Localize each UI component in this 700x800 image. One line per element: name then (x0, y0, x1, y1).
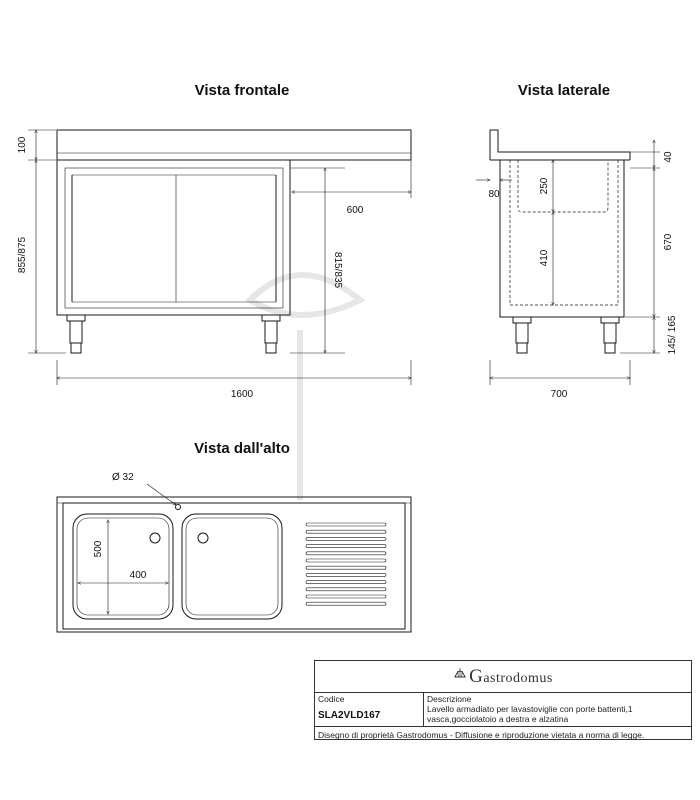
shell-logo-icon (454, 667, 466, 677)
code-cell: Codice SLA2VLD167 (315, 693, 424, 726)
side-view (489, 129, 631, 354)
drain-slot (305, 601, 387, 606)
drain-slot (305, 529, 387, 534)
drain-slot (305, 537, 387, 541)
dim-front-width: 1600 (231, 389, 254, 400)
ownership-notice: Disegno di proprietà Gastrodomus - Diffu… (318, 730, 645, 740)
code-label: Codice (318, 694, 345, 704)
dim-side-back: 80 (488, 189, 500, 200)
dim-side-depth: 700 (551, 389, 568, 400)
drain-slot (305, 551, 387, 556)
drain-slot (305, 544, 387, 548)
drain-slot (305, 565, 387, 570)
dim-top-bowl-width: 400 (130, 570, 147, 581)
dim-side-top: 40 (663, 151, 674, 163)
dim-top-bowl-depth: 500 (93, 540, 104, 557)
dim-top-hole: Ø 32 (112, 472, 134, 483)
description-label: Descrizione (427, 694, 472, 704)
front-view (56, 129, 412, 354)
drain-slot (305, 522, 387, 527)
dim-side-bowl-depth: 250 (539, 177, 550, 194)
dim-front-drawer-width: 600 (347, 205, 364, 216)
top-dimensions: Ø 32 500 400 (78, 472, 176, 614)
dim-front-height: 855/875 (17, 236, 28, 273)
top-view-title: Vista dall'alto (194, 440, 290, 457)
drain-slot (305, 594, 387, 599)
drain-slot (305, 580, 387, 584)
dim-front-top: 100 (17, 136, 28, 153)
title-block: Gastrodomus Codice SLA2VLD167 Descrizion… (314, 660, 692, 740)
drain-slot (305, 558, 387, 563)
brand-name: Gastrodomus (469, 665, 553, 687)
code-value: SLA2VLD167 (318, 710, 381, 721)
dim-front-opening: 815/835 (332, 252, 343, 289)
front-dimensions: 100 855/875 815/835 600 1600 (17, 130, 411, 400)
dim-side-feet: 145/ 165 (667, 315, 678, 354)
dim-side-body: 670 (663, 233, 674, 250)
info-row: Codice SLA2VLD167 Descrizione Lavello ar… (315, 693, 691, 727)
drain-slot (305, 587, 387, 592)
description-value: Lavello armadiato per lavastoviglie con … (427, 704, 633, 724)
top-view (56, 496, 412, 633)
drain-slot (305, 573, 387, 577)
brand-row: Gastrodomus (315, 661, 691, 693)
dim-side-inner: 410 (539, 249, 550, 266)
side-view-title: Vista laterale (518, 82, 610, 99)
description-cell: Descrizione Lavello armadiato per lavast… (424, 693, 691, 726)
front-view-title: Vista frontale (195, 82, 290, 99)
side-dimensions: 40 670 145/ 165 250 410 80 700 (476, 140, 678, 400)
watermark (245, 272, 366, 500)
